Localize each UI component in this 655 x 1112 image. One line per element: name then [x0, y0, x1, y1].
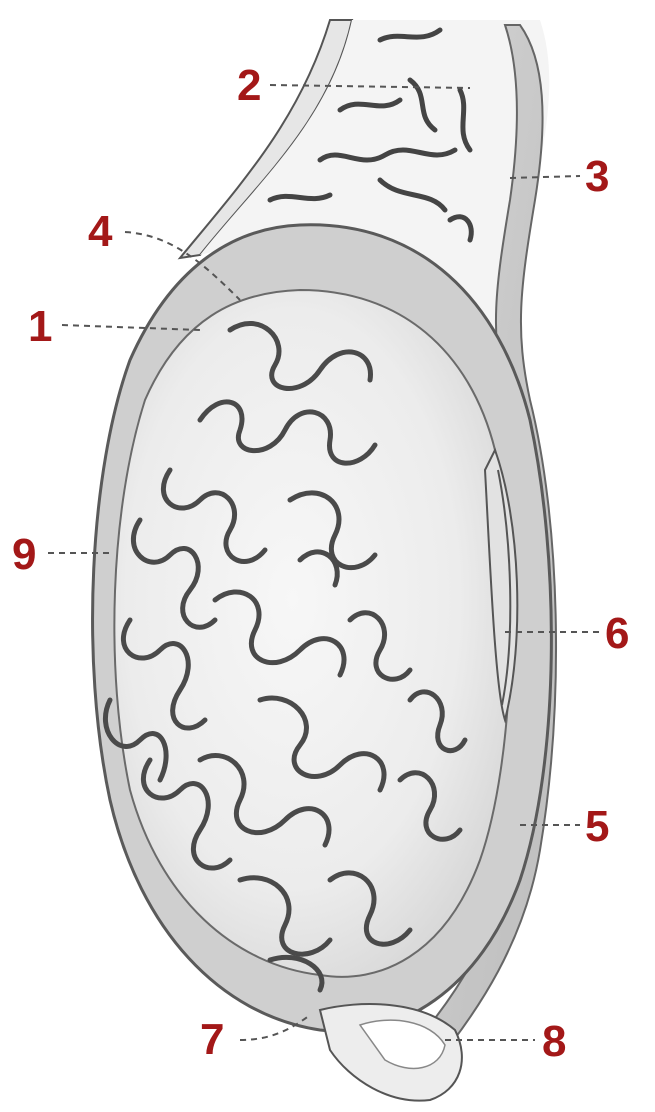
label-8: 8	[542, 1020, 566, 1064]
tunica-wall	[93, 225, 552, 1031]
label-2: 2	[237, 64, 261, 108]
label-6: 6	[605, 612, 629, 656]
label-3: 3	[585, 155, 609, 199]
label-4: 4	[88, 210, 112, 254]
label-5: 5	[585, 805, 609, 849]
label-9: 9	[12, 533, 36, 577]
label-1: 1	[28, 305, 52, 349]
label-7: 7	[200, 1018, 224, 1062]
